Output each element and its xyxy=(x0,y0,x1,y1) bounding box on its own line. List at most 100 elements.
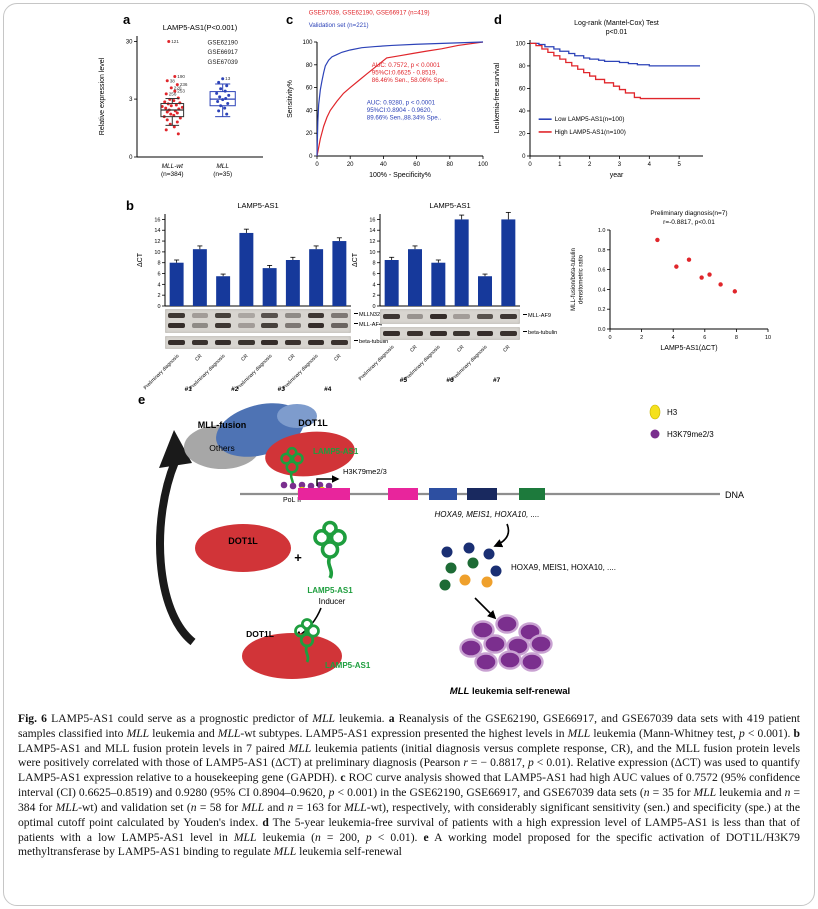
chart-text: 1 xyxy=(558,162,562,168)
caption-segment: p xyxy=(328,786,335,800)
patient-number: #5 xyxy=(399,377,407,384)
chart-text: 0 xyxy=(608,335,611,341)
chart-circle xyxy=(175,111,179,115)
chart-text: 6 xyxy=(372,272,375,278)
chart-rect xyxy=(239,232,254,306)
chart-text: MLL-wt xyxy=(162,163,185,170)
chart-text: 14 xyxy=(154,228,160,234)
chart-text: 20 xyxy=(347,162,354,168)
caption-segment: d xyxy=(262,815,269,829)
caption-segment: n xyxy=(643,786,650,800)
chart-circle xyxy=(163,100,167,104)
chart-circle xyxy=(221,77,225,81)
mll-fusion-label: MLL-fusion xyxy=(198,420,247,430)
self-renewal-cycle-arrow xyxy=(156,460,196,646)
chart-circle xyxy=(173,89,177,93)
chart-path xyxy=(530,42,701,100)
chart-circle xyxy=(227,93,231,97)
caption-segment: = 384 for xyxy=(18,786,800,814)
caption-segment: n xyxy=(784,786,791,800)
chart-text: Leukemia-free survival xyxy=(494,62,501,133)
chart-rect xyxy=(332,241,347,306)
chart-text: 38 xyxy=(170,78,176,83)
caption-segment: < 0.01). xyxy=(371,830,424,844)
chart-text: 0 xyxy=(129,155,133,161)
chart-text: 95%CI:0.6625 - 0.8519, xyxy=(372,70,438,77)
blot-row-label: MLL-AF4 xyxy=(354,322,382,328)
chart-text: 40 xyxy=(519,109,526,115)
chart-circle xyxy=(169,86,173,90)
chart-text: 4 xyxy=(157,282,160,288)
chart-circle xyxy=(655,237,660,243)
chart-circle xyxy=(169,104,173,108)
protein-band xyxy=(238,340,255,345)
caption-segment: MLL xyxy=(55,800,79,814)
legend-h3k79-icon xyxy=(650,429,660,439)
chart-text: 80 xyxy=(519,64,526,70)
protein-band xyxy=(307,340,325,345)
caption-segment: leukemia (Mann-Whitney test, xyxy=(590,726,739,740)
chart-text: 4 xyxy=(648,162,652,168)
chart-circle xyxy=(226,102,230,106)
chart-text: 10 xyxy=(154,250,160,256)
protein-band xyxy=(168,340,185,345)
chart-text: 0.6 xyxy=(598,268,606,274)
chart-text: 30 xyxy=(126,39,133,45)
gene-box-green xyxy=(519,488,545,500)
lamp5-as1-hairpin-mid xyxy=(313,520,347,580)
mll-fusion-blob-light xyxy=(277,404,317,428)
chart-rect xyxy=(431,262,446,306)
chart-text: 0.0 xyxy=(598,327,606,333)
chart-text: 0 xyxy=(372,304,375,310)
patient-numbers-row: #5#6#7 xyxy=(380,377,520,384)
chart-circle xyxy=(674,264,679,269)
chart-text: 10 xyxy=(765,335,771,341)
protein-band xyxy=(191,323,209,328)
chart-circle xyxy=(215,91,219,95)
caption-segment: Reanalysis of the GSE62190, GSE66917, an… xyxy=(18,712,801,740)
chart-circle xyxy=(165,79,169,83)
chart-path xyxy=(316,41,484,157)
caption-segment: MLL xyxy=(233,830,257,844)
chart-text: 0 xyxy=(522,154,526,160)
chart-text: GSE62190 xyxy=(208,39,239,46)
chart-circle xyxy=(707,272,712,277)
chart-text: 2 xyxy=(588,162,592,168)
protein-band xyxy=(214,323,232,328)
chart-text: ΔCT xyxy=(137,252,144,267)
caption-segment: leukemia patients (initial diagnosis ver… xyxy=(18,741,800,770)
caption-segment: -wt subtypes. LA​MP5-AS1 expression pres… xyxy=(240,726,568,740)
caption-segment: = 163 for xyxy=(293,800,345,814)
chart-text: 2 xyxy=(372,293,375,299)
chart-circle xyxy=(165,118,169,122)
protein-band xyxy=(168,313,185,318)
chart-text: 100 xyxy=(478,162,489,168)
chart-rect xyxy=(169,262,184,306)
caption-segment: LAMP5-AS1 and MLL fusion protein levels … xyxy=(18,741,289,755)
chart-circle xyxy=(164,92,168,96)
chart-text: 16 xyxy=(154,217,160,223)
chart-text: 0 xyxy=(528,162,532,168)
protein-band xyxy=(191,340,209,345)
chart-text: MLL-fusion/beta-tubulin xyxy=(571,248,577,311)
caption-segment: MLL xyxy=(567,726,591,740)
panel-label-b: b xyxy=(126,198,134,213)
blot-row-label: MLL-AF9 xyxy=(523,313,551,319)
chart-circle xyxy=(164,128,168,132)
chart-rect xyxy=(408,249,422,306)
patient-number: #2 xyxy=(231,386,239,393)
chart-text: 95%CI:0.8904 - 0.9620, xyxy=(367,107,433,114)
caption-segment: -wt) and validation set ( xyxy=(78,800,191,814)
caption-segment: n xyxy=(314,830,321,844)
caption-segment: b xyxy=(793,726,800,740)
dot1l-bottom-label: DOT1L xyxy=(246,629,274,639)
chart-circle xyxy=(169,112,173,116)
chart-text: 256 xyxy=(169,91,177,96)
protein-band xyxy=(476,331,494,336)
chart-text: 8 xyxy=(372,261,375,267)
protein-band xyxy=(383,314,401,319)
plus-sign: + xyxy=(294,550,302,565)
caption-segment: leukemia and xyxy=(716,786,785,800)
